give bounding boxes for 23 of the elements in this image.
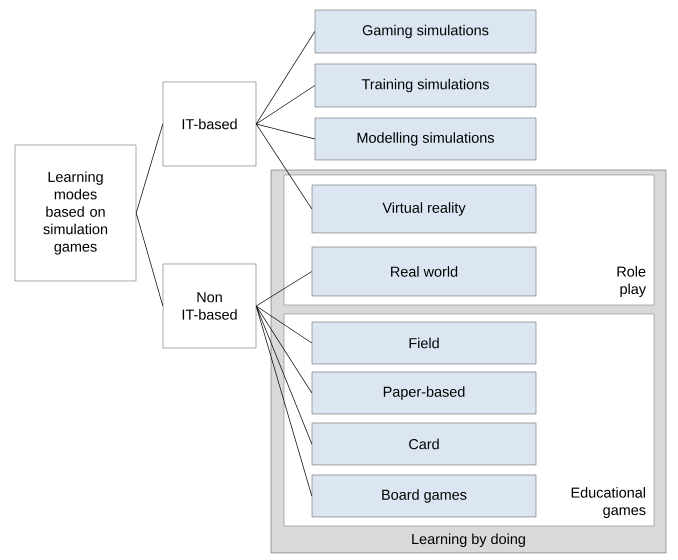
connector-line: [256, 306, 312, 444]
mode-box: Field: [312, 322, 536, 364]
mode-box: Modelling simulations: [314, 118, 536, 160]
connector-line: [256, 306, 312, 344]
mode-box: Real world: [312, 246, 536, 296]
mode-box: Virtual reality: [312, 184, 536, 234]
mode-box: Board games: [312, 474, 536, 518]
connector-line: [136, 212, 164, 306]
mode-box: Paper-based: [312, 372, 536, 414]
category-box: Learning modes based on simulation games: [14, 144, 136, 282]
category-box: IT-based: [162, 82, 256, 166]
connector-line: [256, 271, 312, 306]
connector-line: [136, 124, 164, 214]
connector-line: [256, 85, 316, 124]
mode-box: Card: [312, 422, 536, 466]
connector-line: [256, 31, 316, 124]
category-box: Non IT-based: [162, 264, 256, 348]
connector-line: [256, 124, 312, 210]
mode-box: Gaming simulations: [314, 10, 536, 54]
connector-line: [256, 306, 312, 394]
mode-box: Training simulations: [314, 64, 536, 108]
connector-line: [256, 306, 312, 496]
connector-line: [256, 124, 316, 140]
